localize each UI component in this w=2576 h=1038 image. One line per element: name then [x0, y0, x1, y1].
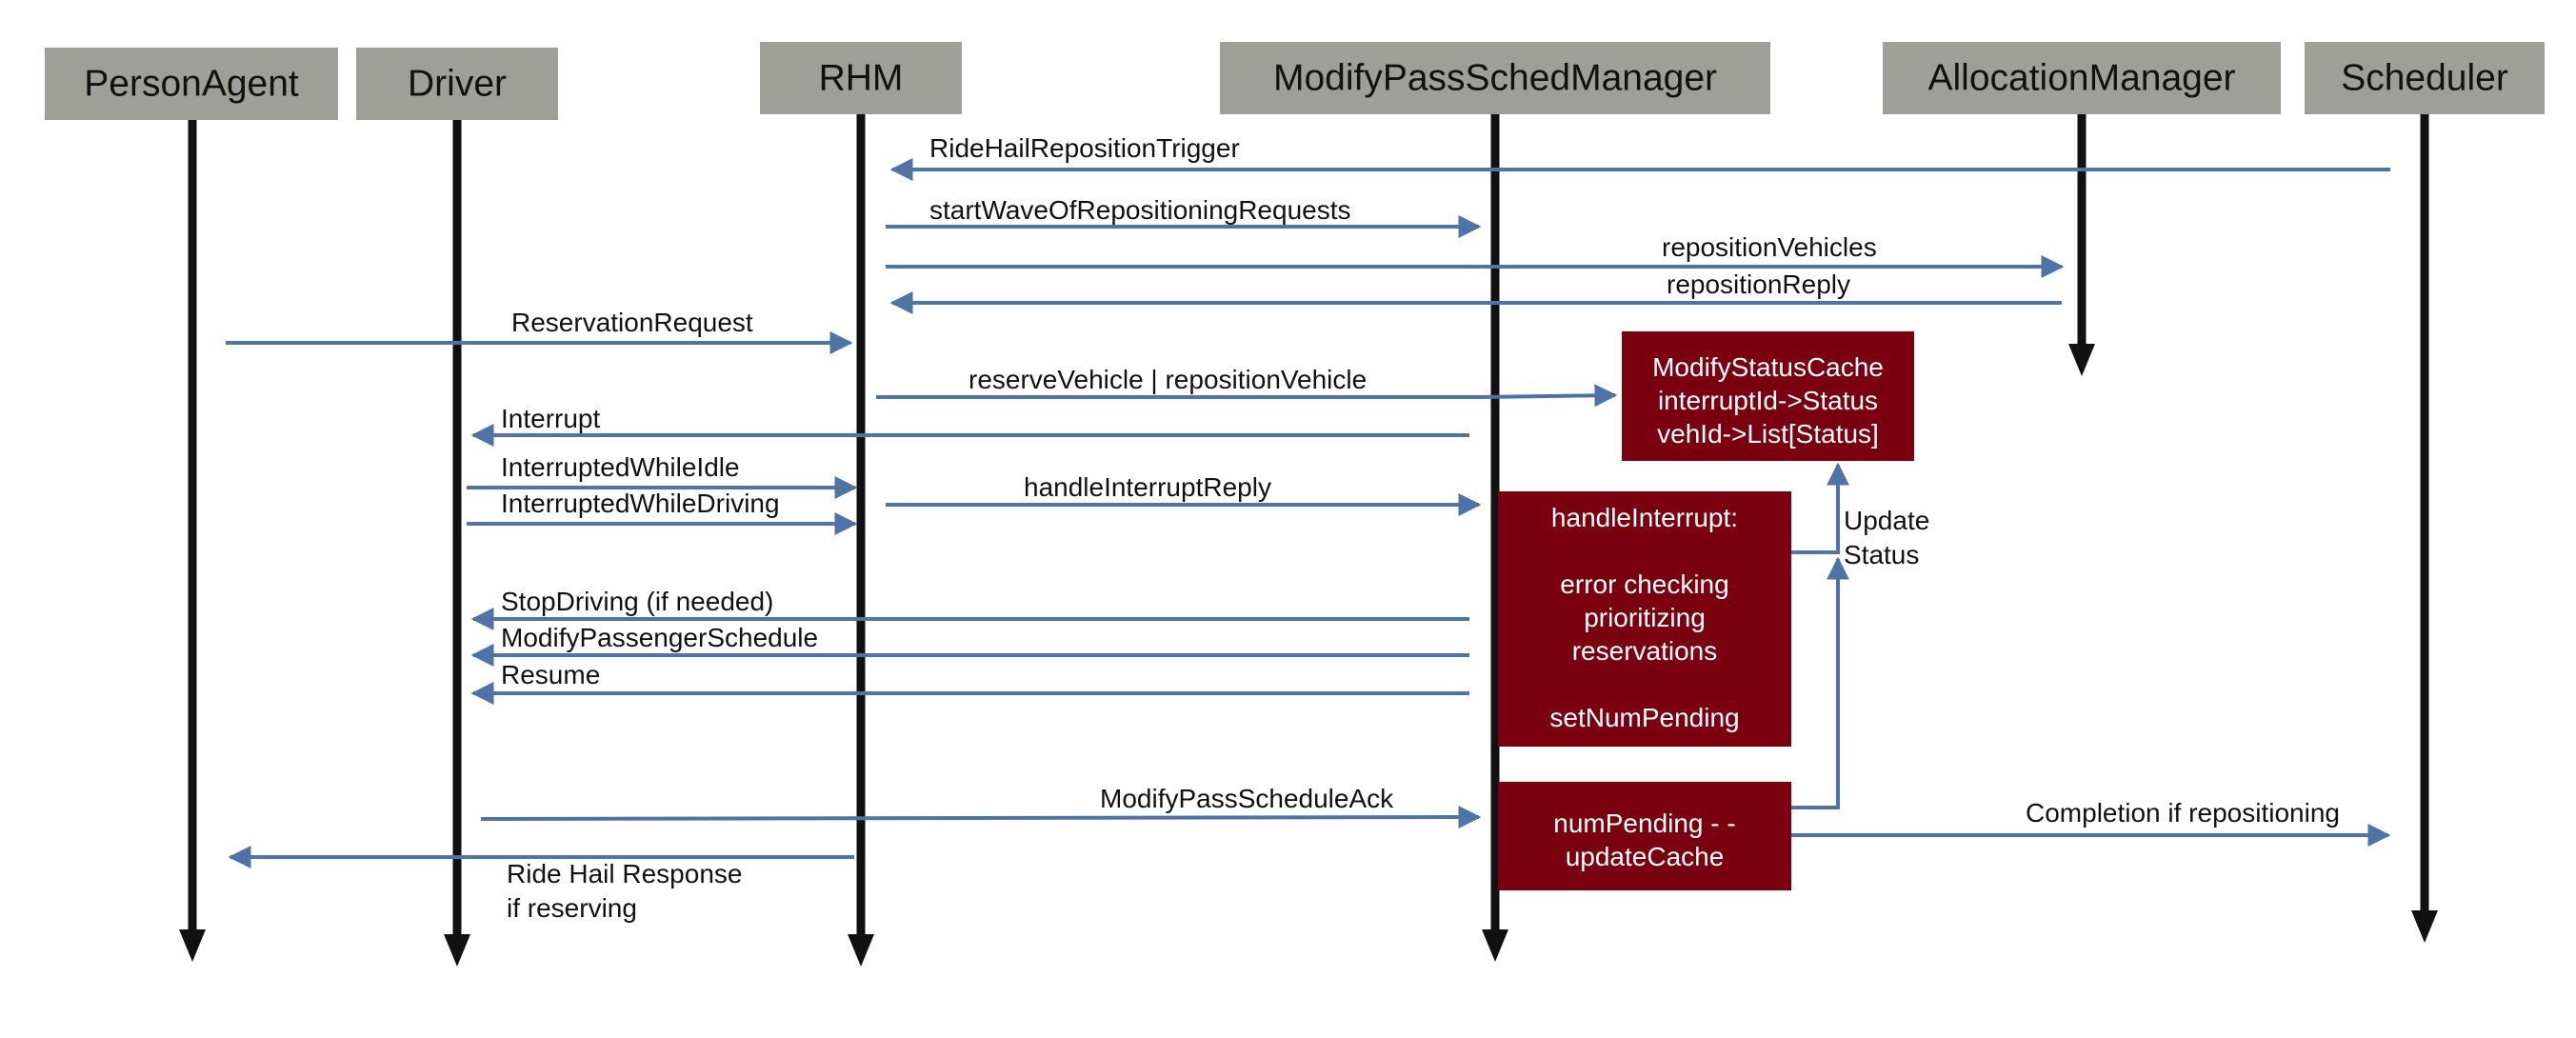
box-handle-interrupt [1498, 491, 1791, 747]
label-ride-hail-response: Ride Hail Response [507, 859, 742, 888]
actor-label-person: PersonAgent [84, 63, 299, 104]
lifeline-arrowhead-sched [2411, 910, 2438, 943]
label-interrupt: Interrupt [501, 404, 600, 433]
actor-label-mpsm: ModifyPassSchedManager [1273, 57, 1717, 98]
actor-box-mpsm [1220, 42, 1770, 114]
label-interrupted-while-idle: InterruptedWhileIdle [501, 452, 740, 482]
arrow-modify-pass-schedule-ack [480, 806, 1482, 829]
actor-label-rhm: RHM [819, 57, 904, 98]
label-ride-hail-reposition-trigger: RideHailRepositionTrigger [929, 133, 1240, 163]
label-stop-driving: StopDriving (if needed) [501, 587, 773, 616]
lifeline-arrowhead-alloc [2068, 344, 2095, 376]
label-modify-pass-schedule-ack: ModifyPassScheduleAck [1100, 784, 1394, 813]
actor-box-sched [2305, 42, 2545, 114]
lifeline-arrowhead-person [179, 929, 206, 962]
label-start-wave-of-repositioning-requests: startWaveOfRepositioningRequests [929, 195, 1351, 225]
actor-label-sched: Scheduler [2341, 57, 2508, 98]
box-handle-interrupt-line: error checking [1560, 569, 1728, 599]
box-num-pending-line: updateCache [1566, 842, 1725, 871]
actor-label-alloc: AllocationManager [1927, 57, 2235, 98]
box-modify-status-cache [1622, 331, 1914, 461]
lifeline-arrowhead-driver [444, 934, 470, 967]
label-completion: Completion if repositioning [2026, 798, 2340, 828]
label-reserve-vehicle: reserveVehicle | repositionVehicle [968, 365, 1367, 394]
label-update-status: Update [1844, 506, 1929, 535]
box-handle-interrupt-line: setNumPending [1549, 703, 1739, 732]
label-ride-hail-response: if reserving [507, 893, 637, 923]
arrow-reserve-vehicle [876, 384, 1618, 408]
box-num-pending [1498, 782, 1791, 890]
actor-box-rhm [760, 42, 962, 114]
box-handle-interrupt-line: reservations [1572, 636, 1718, 666]
label-reposition-vehicles: repositionVehicles [1662, 232, 1877, 262]
actor-box-driver [356, 48, 558, 120]
label-reposition-reply: repositionReply [1667, 269, 1850, 299]
label-handle-interrupt-reply: handleInterruptReply [1024, 472, 1271, 502]
label-update-status: Status [1844, 540, 1919, 569]
label-modify-passenger-schedule: ModifyPassengerSchedule [501, 623, 818, 652]
box-handle-interrupt-line: handleInterrupt: [1551, 503, 1738, 532]
lifeline-arrowhead-mpsm [1482, 929, 1508, 962]
actor-label-driver: Driver [408, 63, 507, 104]
label-reservation-request: ReservationRequest [511, 308, 753, 337]
arrow-update-status-to-cache [1791, 462, 1849, 554]
box-modify-status-cache-line: interruptId->Status [1658, 386, 1878, 415]
arrow-update-status [1791, 556, 1849, 809]
box-handle-interrupt-line: prioritizing [1584, 603, 1706, 632]
label-resume: Resume [501, 660, 600, 689]
actor-box-person [45, 48, 338, 120]
actor-box-alloc [1883, 42, 2281, 114]
box-modify-status-cache-line: vehId->List[Status] [1657, 419, 1879, 449]
label-interrupted-while-driving: InterruptedWhileDriving [501, 489, 780, 518]
box-modify-status-cache-line: ModifyStatusCache [1652, 352, 1884, 382]
box-num-pending-line: numPending - - [1553, 808, 1735, 838]
lifeline-arrowhead-rhm [848, 934, 874, 967]
